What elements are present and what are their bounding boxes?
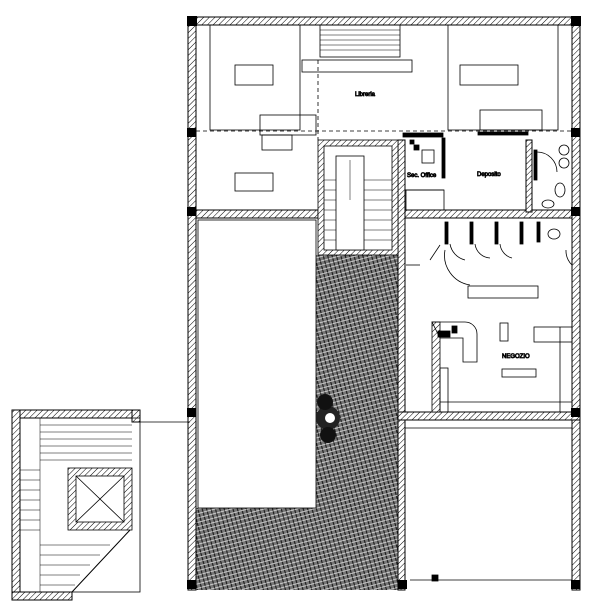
walls [11,16,581,601]
room-label-office: Sec. Office [407,173,437,179]
central-stair [317,139,399,256]
shop-area: NEGOZIO [406,221,573,413]
paved-courtyard [196,255,404,590]
columns [187,16,581,589]
light-well [197,219,317,509]
tree-icon [316,394,340,443]
office-storage-area: Sec. Office Deposito [402,131,570,243]
room-label-shop: NEGOZIO [502,354,530,360]
library-area: Libreria [196,24,572,192]
room-label-library: Libreria [355,92,376,98]
stair-lift-block [19,417,190,593]
room-label-storage: Deposito [477,172,501,178]
lower-right-room [405,427,572,582]
